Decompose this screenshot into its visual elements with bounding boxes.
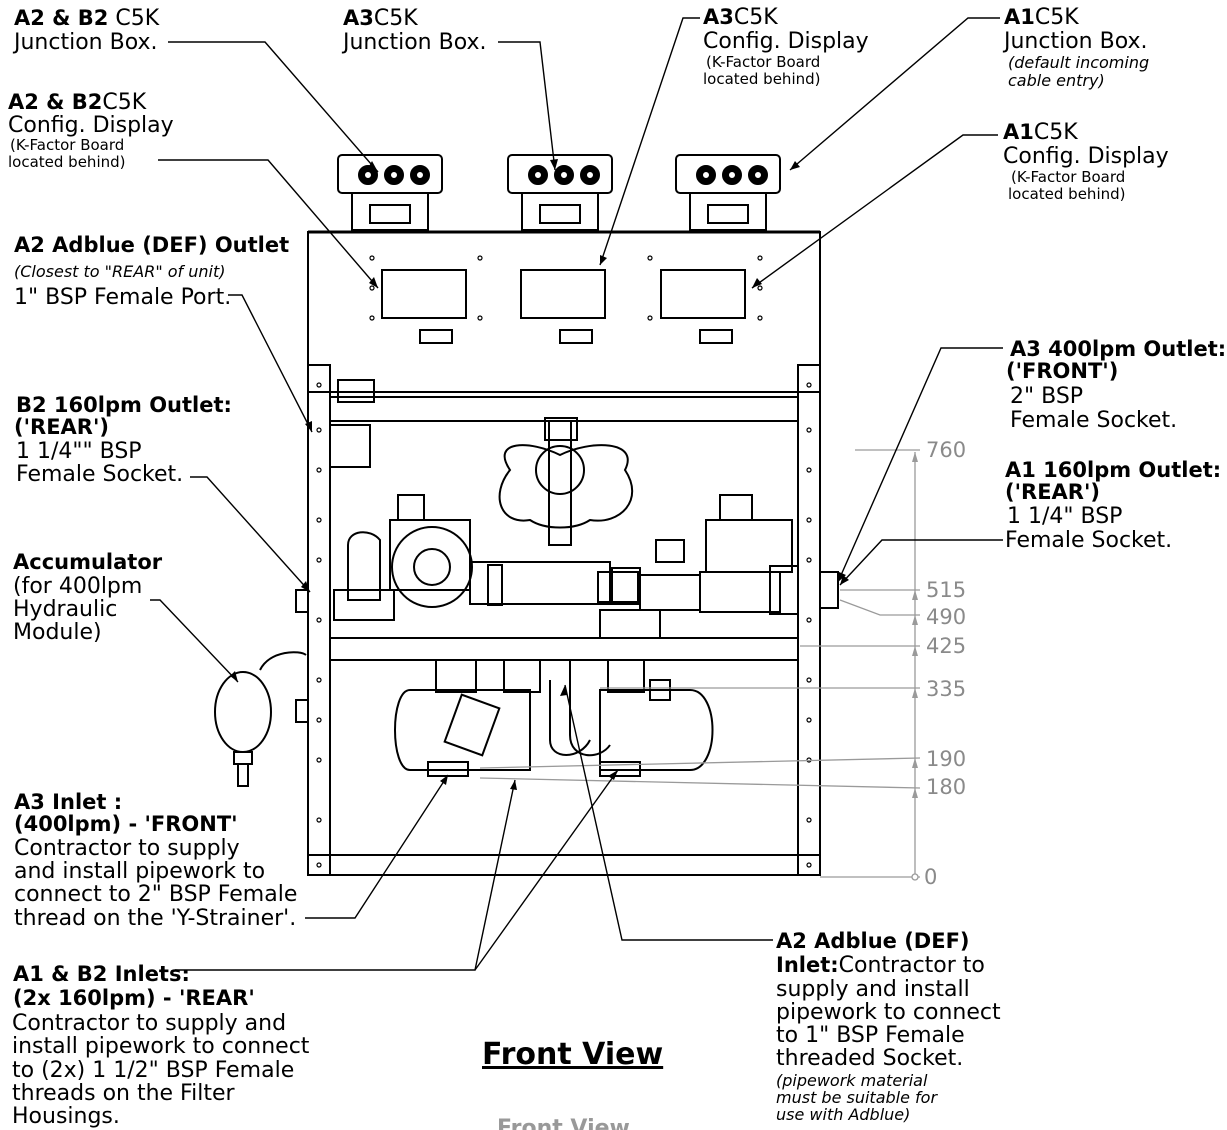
config-displays: [381, 269, 746, 344]
label-a2-outlet-port: 1" BSP Female Port.: [14, 285, 232, 310]
label-a1-config-display-line2: Config. Display: [1003, 144, 1169, 169]
frame-holes: [316, 255, 812, 868]
label-a2-inlet-line6: threaded Socket.: [776, 1046, 964, 1071]
label-a1-junction-box-line2: Junction Box.: [1004, 29, 1148, 54]
filter-housings: [394, 659, 714, 777]
label-a2b2-config-note2: located behind): [8, 153, 126, 171]
label-a3-inlet-line2: (400lpm) - 'FRONT': [14, 812, 238, 836]
label-a2-inlet: A2 Adblue (DEF): [776, 929, 970, 953]
label-a1b2-inlets: A1 & B2 Inlets:: [13, 962, 190, 986]
label-a1-outlet-line4: Female Socket.: [1005, 528, 1173, 553]
label-a1b2-inlets-line5: to (2x) 1 1/2" BSP Female: [12, 1058, 295, 1083]
dimension-lines: [479, 449, 921, 881]
label-b2-outlet-line3: 1 1/4"" BSP: [16, 439, 142, 464]
label-a1b2-inlets-line7: Housings.: [12, 1104, 120, 1129]
leader-arrowheads: [230, 159, 849, 790]
label-b2-outlet-line2: ('REAR'): [14, 415, 109, 439]
label-a3-inlet-line3: Contractor to supply: [14, 836, 240, 861]
label-a2-inlet-note2: must be suitable for: [776, 1088, 938, 1107]
label-b2-outlet: B2 160lpm Outlet:: [16, 393, 232, 417]
label-a3-config-display-line2: Config. Display: [703, 29, 869, 54]
label-accumulator: Accumulator: [13, 550, 163, 574]
junction-boxes: [337, 154, 781, 231]
label-accumulator-line2: (for 400lpm: [13, 574, 143, 599]
label-a2b2-junction-box: A2 & B2 C5K: [14, 6, 160, 31]
label-a2b2-junction-box-line2: Junction Box.: [14, 30, 158, 55]
label-a1-config-note2: located behind): [1008, 185, 1126, 203]
label-a3-config-note1: (K-Factor Board: [706, 53, 821, 71]
dimension-515: 515: [926, 578, 967, 602]
label-b2-outlet-line4: Female Socket.: [16, 462, 184, 487]
label-a1-outlet: A1 160lpm Outlet:: [1005, 458, 1222, 482]
label-a3-junction-box-line2: Junction Box.: [343, 30, 487, 55]
cut-off-title: Front View: [497, 1118, 630, 1130]
hydraulic-assembly: [329, 379, 839, 639]
label-a1b2-inlets-line2: (2x 160lpm) - 'REAR': [13, 986, 255, 1010]
label-a2-inlet-line3: supply and install: [776, 977, 970, 1002]
dimension-335: 335: [926, 677, 967, 701]
label-a3-outlet-line4: Female Socket.: [1010, 408, 1178, 433]
label-a3-config-display: A3C5K: [703, 5, 778, 30]
label-accumulator-line4: Module): [13, 620, 102, 645]
label-a1b2-inlets-line6: threads on the Filter: [12, 1081, 235, 1106]
label-a3-config-note2: located behind): [703, 70, 821, 88]
dimension-425: 425: [926, 634, 967, 658]
label-a3-inlet-line6: thread on the 'Y-Strainer'.: [14, 906, 297, 931]
label-a1-outlet-line2: ('REAR'): [1005, 480, 1100, 504]
accumulator-vessel: [214, 589, 309, 787]
label-a2-inlet-line5: to 1" BSP Female: [776, 1023, 965, 1048]
label-a2-inlet-line2: Inlet:Contractor to: [776, 953, 985, 978]
label-a3-outlet-line2: ('FRONT'): [1006, 359, 1119, 383]
dimension-arrows: [912, 452, 918, 798]
label-a1-outlet-line3: 1 1/4" BSP: [1007, 504, 1123, 529]
label-a3-inlet-line5: connect to 2" BSP Female: [14, 882, 298, 907]
dimension-0: 0: [924, 865, 938, 889]
label-a3-inlet: A3 Inlet :: [14, 790, 123, 814]
dimension-760: 760: [926, 438, 967, 462]
label-a1-junction-note1: (default incoming: [1008, 53, 1150, 72]
dimension-180: 180: [926, 775, 967, 799]
label-a2-inlet-line4: pipework to connect: [776, 1000, 1001, 1025]
label-a1b2-inlets-line4: install pipework to connect: [12, 1034, 310, 1059]
label-a2b2-config-display: A2 & B2C5K: [8, 90, 147, 115]
label-a2-inlet-note1: (pipework material: [776, 1071, 928, 1090]
label-accumulator-line3: Hydraulic: [13, 597, 118, 622]
label-a1-config-note1: (K-Factor Board: [1011, 168, 1126, 186]
dimension-490: 490: [926, 605, 967, 629]
label-a2-inlet-note3: use with Adblue): [776, 1105, 911, 1124]
label-a3-outlet: A3 400lpm Outlet:: [1010, 337, 1227, 361]
label-a1-config-display: A1C5K: [1003, 120, 1078, 145]
label-a2b2-config-display-line2: Config. Display: [8, 113, 174, 138]
view-title: Front View: [482, 1037, 664, 1072]
label-a1-junction-box: A1C5K: [1004, 5, 1079, 30]
label-a3-junction-box: A3C5K: [343, 6, 418, 31]
label-a1b2-inlets-line3: Contractor to supply and: [12, 1011, 287, 1036]
label-a3-inlet-line4: and install pipework to: [14, 859, 266, 884]
label-a1-junction-note2: cable entry): [1008, 71, 1105, 90]
label-a2b2-config-note1: (K-Factor Board: [10, 136, 125, 154]
label-a2-outlet: A2 Adblue (DEF) Outlet: [14, 233, 290, 257]
label-a3-outlet-line3: 2" BSP: [1010, 384, 1084, 409]
unit-frame: [307, 230, 821, 876]
leader-lines: [150, 17, 1003, 971]
label-a2-outlet-note: (Closest to "REAR" of unit): [14, 262, 226, 281]
dimension-190: 190: [926, 747, 967, 771]
